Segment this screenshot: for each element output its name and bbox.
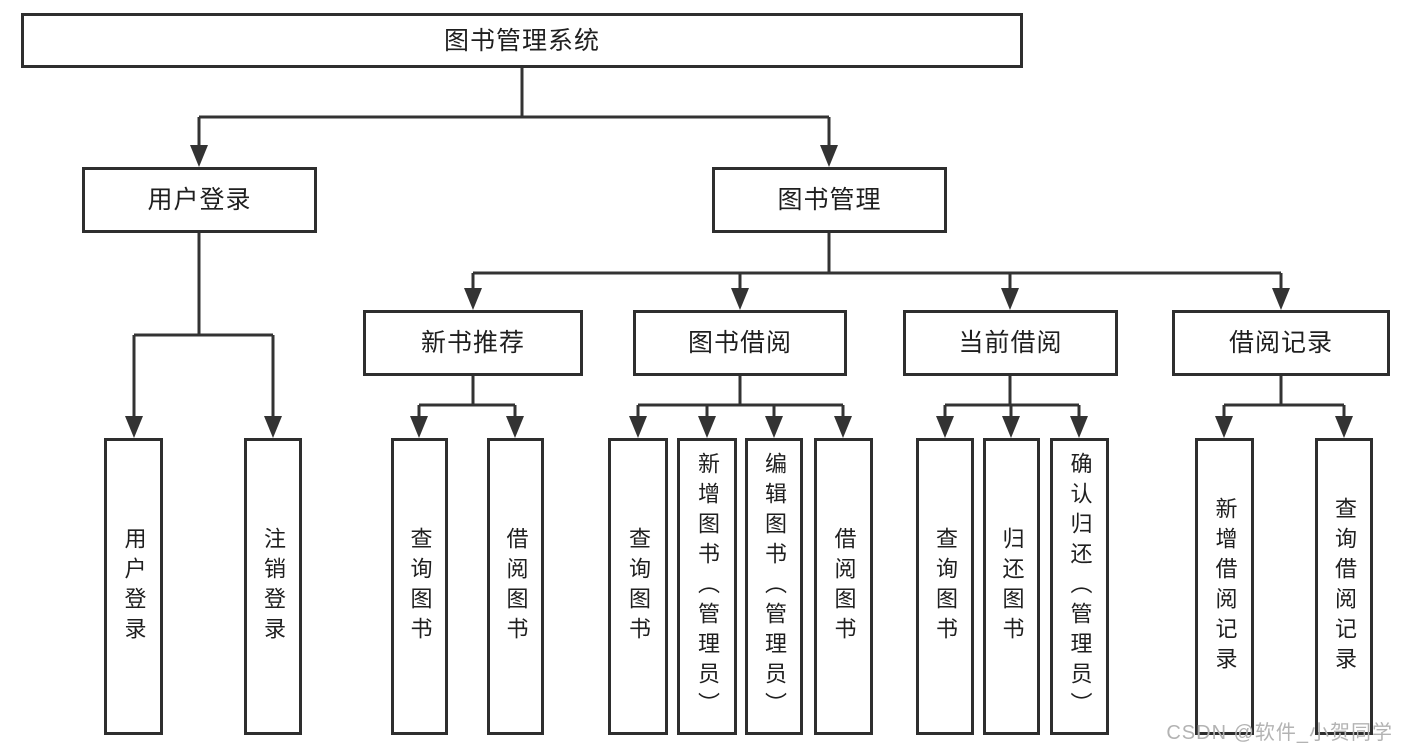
leaf-borrow-books-1-label: 借阅图书: [503, 526, 529, 647]
leaf-logout-login-label: 注销登录: [261, 526, 286, 647]
node-new-book-recommend: 新书推荐: [363, 310, 583, 376]
leaf-edit-book-admin-label: 编辑图书（管理员）: [762, 451, 787, 722]
node-current-borrowing: 当前借阅: [903, 310, 1118, 376]
node-new-book-recommend-label: 新书推荐: [420, 329, 525, 357]
node-root: 图书管理系统: [21, 13, 1023, 68]
leaf-query-borrow-record-label: 查询借阅记录: [1332, 496, 1357, 677]
leaf-query-books-2-label: 查询图书: [626, 526, 651, 647]
leaf-edit-book-admin: 编辑图书（管理员）: [745, 438, 803, 735]
leaf-query-books-2: 查询图书: [608, 438, 668, 735]
node-borrowing-records: 借阅记录: [1172, 310, 1390, 376]
leaf-add-book-admin: 新增图书（管理员）: [677, 438, 737, 735]
leaf-return-books: 归还图书: [983, 438, 1040, 735]
node-book-management: 图书管理: [712, 167, 947, 233]
node-borrowing-records-label: 借阅记录: [1228, 329, 1333, 357]
node-current-borrowing-label: 当前借阅: [958, 329, 1063, 357]
leaf-add-book-admin-label: 新增图书（管理员）: [695, 451, 720, 722]
node-root-label: 图书管理系统: [443, 26, 600, 55]
leaf-confirm-return-admin: 确认归还（管理员）: [1050, 438, 1109, 735]
leaf-borrow-books-1: 借阅图书: [487, 438, 544, 735]
leaf-confirm-return-admin-label: 确认归还（管理员）: [1067, 451, 1093, 722]
leaf-add-borrow-record: 新增借阅记录: [1195, 438, 1254, 735]
node-user-login-label: 用户登录: [147, 186, 252, 214]
leaf-user-login-label: 用户登录: [121, 526, 147, 647]
leaf-add-borrow-record-label: 新增借阅记录: [1212, 496, 1238, 677]
leaf-user-login: 用户登录: [104, 438, 163, 735]
node-book-borrowing: 图书借阅: [633, 310, 847, 376]
node-user-login: 用户登录: [82, 167, 317, 233]
leaf-query-books-1: 查询图书: [391, 438, 448, 735]
node-book-management-label: 图书管理: [777, 186, 882, 214]
leaf-return-books-label: 归还图书: [999, 526, 1025, 647]
leaf-query-books-3-label: 查询图书: [933, 526, 958, 647]
leaf-logout-login: 注销登录: [244, 438, 302, 735]
leaf-borrow-books-2: 借阅图书: [814, 438, 873, 735]
watermark-text: CSDN @软件_小贺同学: [1166, 722, 1393, 744]
node-book-borrowing-label: 图书借阅: [687, 329, 792, 357]
leaf-query-books-3: 查询图书: [916, 438, 974, 735]
leaf-query-books-1-label: 查询图书: [407, 526, 433, 647]
leaf-borrow-books-2-label: 借阅图书: [831, 526, 857, 647]
leaf-query-borrow-record: 查询借阅记录: [1315, 438, 1373, 735]
